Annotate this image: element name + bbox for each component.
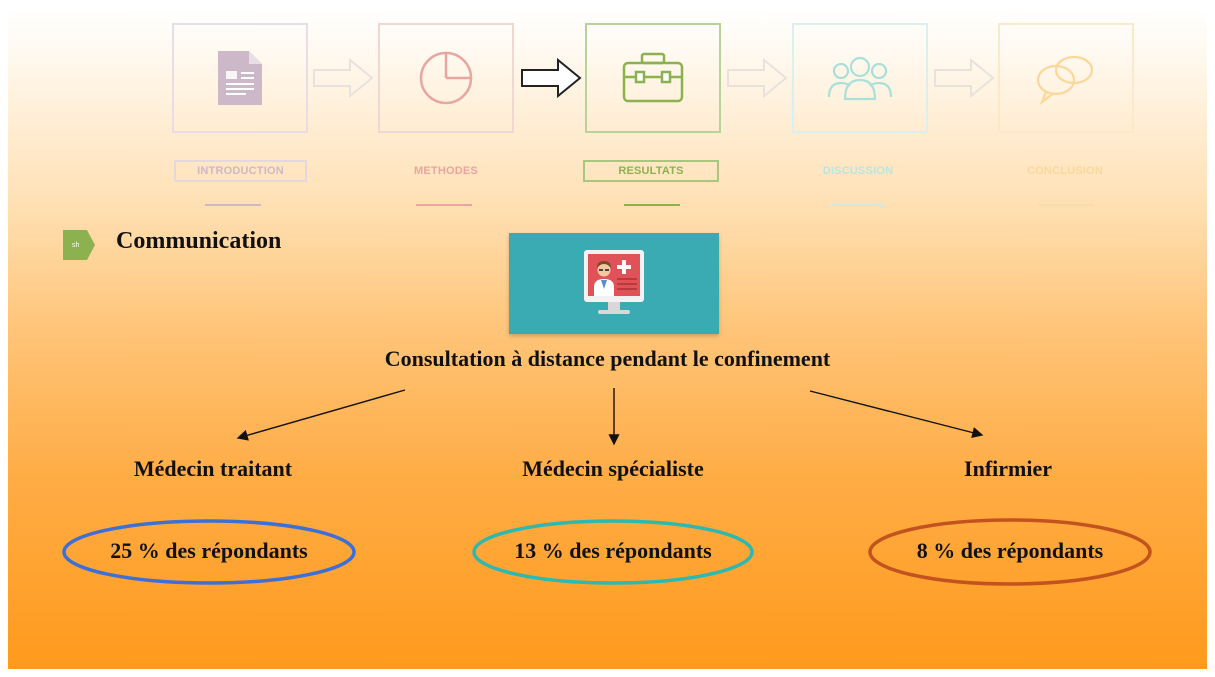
nav-underline bbox=[1038, 204, 1094, 206]
section-title: Communication bbox=[116, 228, 282, 254]
pie-chart-icon bbox=[419, 51, 473, 105]
nav-label-resultats[interactable]: RESULTATS bbox=[583, 160, 719, 182]
people-icon bbox=[827, 56, 893, 101]
ring-medecin-specialiste bbox=[472, 519, 754, 585]
branch-label-medecin-specialiste: Médecin spécialiste bbox=[522, 456, 704, 481]
arrow-icon bbox=[727, 58, 788, 98]
nav-underline bbox=[416, 204, 472, 206]
connector-arrow bbox=[236, 389, 406, 441]
ring-medecin-traitant bbox=[62, 519, 356, 585]
nav-label-methodes[interactable]: METHODES bbox=[414, 165, 478, 177]
pct-infirmier: 8 % des répondants bbox=[916, 538, 1104, 563]
nav-step-resultats[interactable] bbox=[585, 23, 721, 133]
pct-medecin-specialiste: 13 % des répondants bbox=[514, 538, 712, 563]
speech-bubbles-icon bbox=[1036, 55, 1094, 106]
nav-step-discussion[interactable] bbox=[792, 23, 928, 133]
nav-label-conclusion[interactable]: CONCLUSION bbox=[1027, 165, 1103, 177]
nav-label-discussion[interactable]: DISCUSSION bbox=[822, 165, 894, 177]
nav-underline bbox=[624, 204, 680, 206]
arrow-icon bbox=[934, 58, 995, 98]
document-icon bbox=[218, 51, 262, 105]
section-bullet: sh bbox=[63, 230, 95, 260]
pct-medecin-traitant: 25 % des répondants bbox=[110, 538, 308, 563]
nav-step-methodes[interactable] bbox=[378, 23, 514, 133]
briefcase-icon bbox=[622, 52, 684, 103]
branch-label-medecin-traitant: Médecin traitant bbox=[133, 456, 293, 481]
nav-underline bbox=[830, 204, 886, 206]
branch-label-infirmier: Infirmier bbox=[964, 456, 1052, 481]
connector-arrows bbox=[62, 388, 1152, 586]
ring-infirmier bbox=[868, 518, 1152, 586]
doctor-monitor-icon bbox=[509, 233, 719, 334]
nav-step-introduction[interactable] bbox=[172, 23, 308, 133]
nav-step-conclusion[interactable] bbox=[998, 23, 1134, 133]
hub-title: Consultation à distance pendant le confi… bbox=[384, 346, 831, 371]
connector-arrow bbox=[809, 390, 984, 438]
slide: INTRODUCTION METHODES RESULTATS DISCUSSI… bbox=[8, 8, 1207, 669]
nav-label-introduction[interactable]: INTRODUCTION bbox=[174, 160, 307, 182]
arrow-icon bbox=[521, 58, 582, 98]
arrow-icon bbox=[313, 58, 374, 98]
nav-underline bbox=[205, 204, 261, 206]
